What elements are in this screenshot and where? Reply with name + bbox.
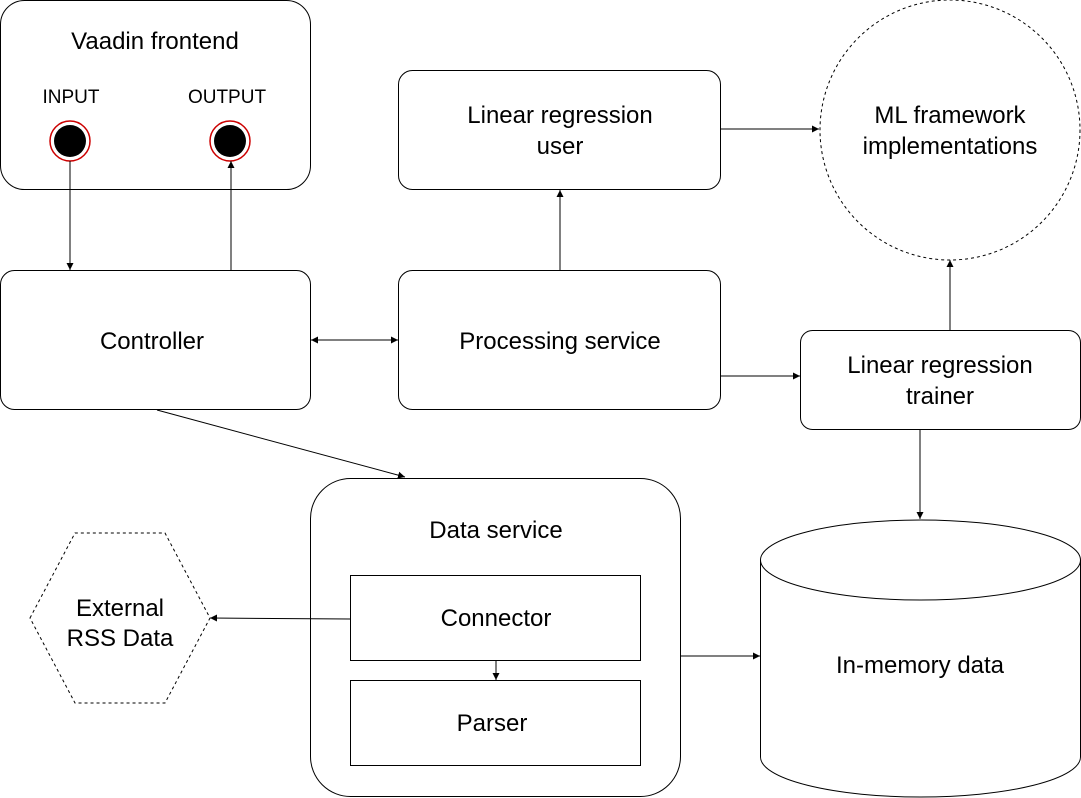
output-port-label: OUTPUT [188,87,267,108]
vaadin-frontend-title: Vaadin frontend [71,28,239,55]
lr-trainer-label-line1: Linear regression [847,352,1032,379]
parser-node: Parser [350,680,641,766]
input-port[interactable] [49,120,91,162]
ml-framework-label-line1: ML framework [874,102,1026,129]
connector-node: Connector [350,575,641,661]
in-memory-data-label: In-memory data [836,652,1005,679]
lr-user-label-line1: Linear regression [467,102,652,129]
output-port[interactable] [209,120,251,162]
input-port-label: INPUT [43,87,100,108]
parser-label: Parser [457,710,528,737]
ml-framework-node: ML framework implementations [819,0,1081,261]
external-rss-data-node: External RSS Data [29,532,211,704]
external-label-line2: RSS Data [67,625,174,652]
linear-regression-user-node: Linear regression user [398,70,721,190]
vaadin-frontend-node: Vaadin frontend INPUT OUTPUT [0,0,311,190]
controller-node: Controller [0,270,311,410]
lr-trainer-label-line2: trainer [906,383,974,410]
edge-controller-to-data-service [156,409,406,479]
edge-connector-to-external [209,614,351,622]
connector-label: Connector [441,605,552,632]
processing-service-node: Processing service [398,270,721,410]
controller-label: Controller [100,328,204,355]
external-label-line1: External [76,595,164,622]
lr-user-label-line2: user [537,133,584,160]
linear-regression-trainer-node: Linear regression trainer [800,330,1081,430]
processing-service-label: Processing service [459,328,660,355]
data-service-title: Data service [429,517,562,544]
in-memory-data-node: In-memory data [760,519,1081,798]
ml-framework-label-line2: implementations [863,133,1038,160]
